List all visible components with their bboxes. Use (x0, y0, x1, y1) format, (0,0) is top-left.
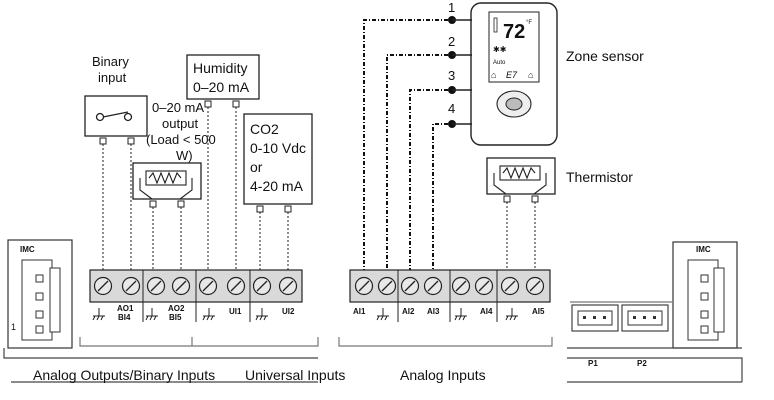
output-note-line-1: 0–20 mA (152, 100, 204, 115)
terminal-label-bi5: BI5 (169, 313, 182, 322)
thermistor: Thermistor (486, 157, 633, 270)
binary-input-label-1: Binary (92, 54, 129, 69)
terminal-screw[interactable] (171, 276, 191, 296)
imc-module-left: IMC 1 (7, 239, 73, 349)
left-terminal-strip: AO1 BI4 AO2 BI5 UI1 UI2 (89, 269, 303, 322)
ground-icon (454, 308, 467, 321)
zone-sensor-pin-4: 4 (448, 101, 455, 116)
output-note-line-4: W) (176, 148, 193, 163)
ground-icon (92, 308, 105, 321)
terminal-screw[interactable] (226, 276, 246, 296)
zone-sensor-wires: 1 2 3 4 (363, 0, 472, 270)
co2-label-3: or (250, 159, 263, 175)
terminal-label-ai2: AI2 (402, 307, 415, 316)
humidity-label-2: 0–20 mA (193, 79, 250, 95)
output-note-line-3: (Load < 500 (146, 132, 216, 147)
terminal-label-ui2: UI2 (282, 307, 295, 316)
group-label-analog-inputs: Analog Inputs (400, 367, 486, 383)
terminal-screw[interactable] (525, 276, 545, 296)
terminal-screw[interactable] (400, 276, 420, 296)
imc-left-label: IMC (20, 245, 35, 254)
terminal-screw[interactable] (474, 276, 494, 296)
output-note-line-2: output (162, 116, 199, 131)
left-wires (102, 107, 289, 270)
co2-label-2: 0-10 Vdc (250, 140, 306, 156)
board-outline (3, 347, 743, 383)
connector-p1 (571, 304, 619, 332)
terminal-label-ai3: AI3 (427, 307, 440, 316)
terminal-label-ai5: AI5 (532, 307, 545, 316)
humidity-label-1: Humidity (193, 60, 247, 76)
co2-label-1: CO2 (250, 121, 279, 137)
ground-icon (202, 308, 215, 321)
terminal-screw[interactable] (451, 276, 471, 296)
ground-icon (255, 308, 268, 321)
ground-icon (505, 308, 518, 321)
terminal-label-bi4: BI4 (118, 313, 131, 322)
terminal-label-ui1: UI1 (229, 307, 242, 316)
ground-icon (376, 308, 389, 321)
zone-sensor-display-unit: °F (526, 20, 532, 26)
group-brackets (79, 337, 553, 347)
connectors: P1 P2 (570, 301, 672, 368)
terminal-screw[interactable] (252, 276, 272, 296)
terminal-screw[interactable] (198, 276, 218, 296)
terminal-screw[interactable] (354, 276, 374, 296)
home-away-icon: ⌂ (528, 70, 533, 80)
terminal-screw[interactable] (93, 276, 113, 296)
fan-icon: ✱✱ (493, 45, 507, 54)
terminal-label-ao1: AO1 (117, 304, 134, 313)
terminal-screw[interactable] (500, 276, 520, 296)
zone-sensor: 72 °F ✱✱ Auto ⌂ E7 ⌂ Zone sensor (470, 2, 644, 146)
output-note: 0–20 mA output (Load < 500 W) (146, 100, 216, 163)
zone-sensor-dial[interactable] (496, 90, 532, 118)
terminal-screw[interactable] (423, 276, 443, 296)
zone-sensor-display-value: 72 (503, 21, 525, 43)
load-resistor (132, 162, 202, 208)
connector-p1-label: P1 (588, 359, 598, 368)
co2-label-4: 4-20 mA (250, 178, 304, 194)
zone-sensor-pin-1: 1 (448, 0, 455, 15)
thermometer-icon (493, 17, 498, 33)
zone-sensor-pin-2: 2 (448, 34, 455, 49)
home-icon: ⌂ (491, 70, 496, 80)
connector-p2-label: P2 (637, 359, 647, 368)
zone-sensor-label: Zone sensor (566, 48, 644, 64)
co2-sensor: CO2 0-10 Vdc or 4-20 mA (243, 113, 313, 213)
terminal-label-ai1: AI1 (353, 307, 366, 316)
imc-module-right: IMC (672, 241, 738, 349)
resistor-icon (502, 166, 536, 180)
binary-input-device: Binary input (84, 54, 148, 145)
group-label-analog-outputs-binary-inputs: Analog Outputs/Binary Inputs (33, 367, 215, 383)
humidity-sensor: Humidity 0–20 mA (186, 54, 260, 108)
terminal-label-ao2: AO2 (168, 304, 185, 313)
connector-p2 (621, 304, 669, 332)
terminal-screw[interactable] (121, 276, 141, 296)
terminal-label-ai4: AI4 (480, 307, 493, 316)
group-label-universal-inputs: Universal Inputs (245, 367, 345, 383)
right-terminal-strip: AI1 AI2 AI3 AI4 AI5 (349, 269, 551, 322)
terminal-screw[interactable] (278, 276, 298, 296)
imc-pin-number: 1 (11, 322, 16, 332)
terminal-screw[interactable] (146, 276, 166, 296)
thermistor-label: Thermistor (566, 169, 633, 185)
zone-sensor-pin-3: 3 (448, 68, 455, 83)
zone-sensor-display-code: E7 (506, 70, 518, 80)
zone-sensor-display-mode: Auto (493, 60, 506, 66)
binary-input-label-2: input (98, 70, 127, 85)
ground-icon (145, 308, 158, 321)
terminal-screw[interactable] (377, 276, 397, 296)
resistor-icon (148, 171, 182, 185)
imc-right-label: IMC (696, 245, 711, 254)
